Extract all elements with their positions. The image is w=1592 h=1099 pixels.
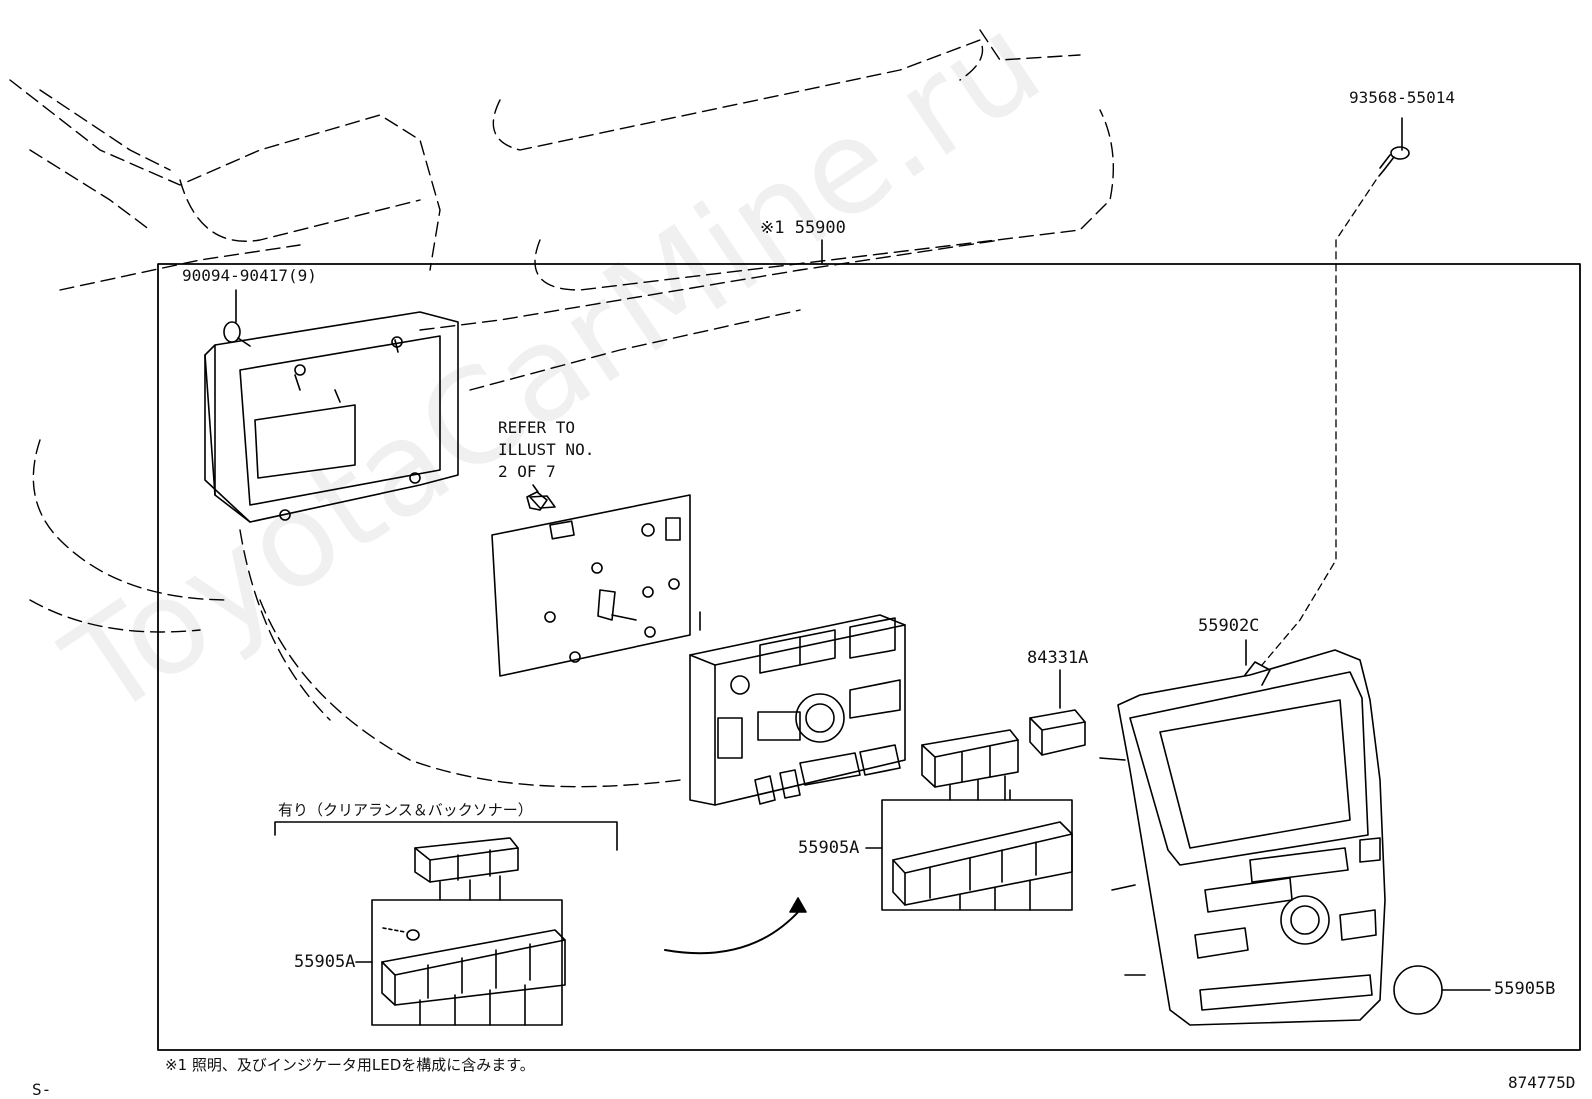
- screw-left-label: 90094-90417(9): [182, 266, 317, 285]
- switch-small-icon: [1029, 669, 1086, 756]
- refer-note-line1: REFER TO: [498, 418, 576, 437]
- switch-main-label: 55905A: [798, 838, 860, 858]
- panel-icon: [1099, 639, 1386, 1026]
- footnote: ※1 照明、及びインジケータ用LEDを構成に含みます。: [165, 1056, 535, 1074]
- control-unit-icon: [689, 614, 906, 806]
- screw-leader: [1261, 179, 1377, 666]
- switch-main-icon: [865, 729, 1073, 911]
- corner-code: S-: [32, 1080, 52, 1099]
- switch-option-label: 55905A: [294, 952, 356, 972]
- panel-label: 55902C: [1198, 616, 1260, 636]
- refer-note-line3: 2 OF 7: [498, 462, 556, 481]
- circuit-board-icon: [491, 494, 701, 677]
- assembly-frame: [157, 263, 1581, 1051]
- screw-top-icon: [1378, 117, 1410, 177]
- knob-icon: [1393, 965, 1491, 1015]
- dashboard-outline: [9, 29, 1114, 788]
- switch-small-label: 84331A: [1027, 648, 1089, 668]
- diagram-id: 874775D: [1508, 1073, 1576, 1092]
- screw-left-icon: [223, 289, 251, 347]
- knob-label: 55905B: [1494, 979, 1556, 999]
- bracket-icon: [204, 311, 459, 523]
- screw-top-label: 93568-55014: [1349, 88, 1455, 107]
- bulb-icon: [526, 484, 548, 511]
- option-switch-icon: [274, 821, 618, 1026]
- refer-note-line2: ILLUST NO.: [498, 440, 595, 459]
- curved-arrow-icon: [664, 909, 801, 955]
- assembly-number: ※1 55900: [760, 218, 846, 238]
- option-label: 有り（クリアランス＆バックソナー）: [278, 801, 533, 819]
